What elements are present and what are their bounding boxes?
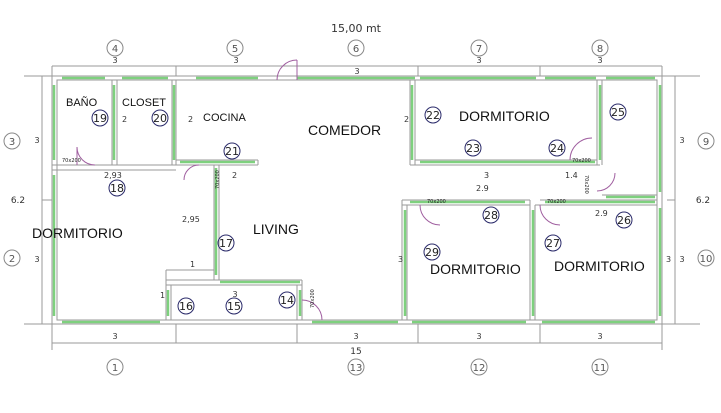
wall-number-14: 14: [280, 294, 294, 307]
axis-label-right-9: 9: [703, 137, 709, 148]
bottom-total-label: 15: [350, 347, 361, 357]
dim-right-lower: 3: [679, 255, 684, 264]
door-swing-comedor: [276, 59, 298, 81]
axis-label-top-8: 8: [597, 44, 603, 55]
dim-right-upper: 3: [679, 136, 684, 145]
axis-label-top-5: 5: [232, 44, 238, 55]
dim-se1-left: 3: [398, 255, 403, 264]
dim-top-6: 3: [354, 67, 359, 76]
dim-bottom-12: 3: [476, 332, 481, 341]
dim-dorm-mid-29b: 2.9: [595, 209, 608, 218]
axis-label-left-2: 2: [9, 254, 15, 265]
dim-left-lower: 3: [34, 255, 39, 264]
room-label-dormitorio-se1: DORMITORIO: [430, 261, 521, 277]
axis-label-left-3: 3: [9, 137, 15, 148]
room-label-dormitorio-ne: DORMITORIO: [459, 108, 550, 124]
room-label-living: LIVING: [253, 221, 299, 237]
door-tag-dorm-se1: 70x200: [427, 199, 446, 205]
door-swing-cocina: [183, 164, 200, 181]
window-lines: [52, 76, 662, 324]
door-swing-dorm-se2: [539, 204, 561, 226]
room-label-cocina: COCINA: [203, 112, 246, 124]
wall-number-16: 16: [179, 300, 193, 313]
wall-number-21: 21: [225, 145, 239, 158]
wall-number-22: 22: [426, 109, 440, 122]
dim-left-upper: 3: [34, 136, 39, 145]
dim-dorm-mid-29: 2.9: [476, 184, 489, 193]
door-tag-dorm-ne: 70x200: [572, 158, 591, 164]
dim-closet-side: 2: [122, 115, 127, 124]
wall-number-29: 29: [425, 246, 439, 259]
room-label-dormitorio-se2: DORMITORIO: [554, 258, 645, 274]
wall-number-25: 25: [611, 106, 625, 119]
dim-small-1a: 1: [190, 260, 195, 269]
axis-label-bottom-1: 1: [112, 363, 118, 374]
wall-number-circles: [91, 103, 633, 315]
wall-number-26: 26: [617, 214, 631, 227]
room-label-comedor: COMEDOR: [308, 122, 381, 138]
dim-se2-right: 3: [666, 255, 671, 264]
dim-dorm-side: 2: [404, 115, 409, 124]
wall-number-23: 23: [466, 142, 480, 155]
door-tag-dorm-se2: 70x200: [547, 199, 566, 205]
room-label-bano: BAÑO: [66, 96, 98, 109]
wall-number-18: 18: [110, 182, 124, 195]
left-total-label: 6.2: [11, 196, 25, 206]
axis-label-right-10: 10: [700, 254, 713, 265]
dim-dorm-top-14: 1.4: [565, 171, 578, 180]
dim-cocina-side: 2: [188, 115, 193, 124]
axis-label-bottom-12: 12: [473, 363, 486, 374]
room-label-dormitorio-w: DORMITORIO: [32, 225, 123, 241]
total-width-label: 15,00 mt: [331, 22, 382, 35]
door-tag-bano: 70x200: [62, 158, 81, 164]
door-tag-cocina: 70x200: [215, 170, 221, 189]
door-swing-dorm-ne: [569, 137, 593, 161]
dim-top-5: 3: [233, 56, 238, 65]
axis-label-top-6: 6: [353, 44, 359, 55]
dim-living-bottom-3: 3: [232, 290, 237, 299]
dim-top-7: 3: [476, 56, 481, 65]
dim-living-295: 2,95: [182, 215, 200, 224]
wall-number-19: 19: [93, 112, 107, 125]
door-swings: [76, 59, 616, 321]
wall-number-27: 27: [546, 237, 560, 250]
wall-number-28: 28: [484, 209, 498, 222]
dim-top-4: 3: [112, 56, 117, 65]
axis-label-bottom-11: 11: [594, 363, 607, 374]
wall-number-24: 24: [550, 142, 564, 155]
wall-number-20: 20: [153, 112, 167, 125]
dim-bottom-13: 3: [353, 332, 358, 341]
door-swing-dorm-se1: [419, 204, 441, 226]
door-swing-dorm-e: [596, 172, 616, 192]
dim-cocina-bottom: 2: [232, 171, 237, 180]
dim-bottom-1: 3: [112, 332, 117, 341]
axis-label-top-7: 7: [476, 44, 482, 55]
axis-label-bottom-13: 13: [350, 363, 363, 374]
door-tag-dorm-e: 70x200: [583, 175, 589, 194]
dim-bottom-11: 3: [597, 332, 602, 341]
wall-number-17: 17: [219, 237, 233, 250]
wall-number-15: 15: [227, 300, 241, 313]
dim-small-1b: 1: [160, 291, 165, 300]
wall-outlines: [24, 65, 700, 350]
axis-label-top-4: 4: [112, 44, 118, 55]
room-label-closet: CLOSET: [122, 97, 166, 109]
dim-top-8: 3: [597, 56, 602, 65]
dim-dorm-top-3: 3: [484, 171, 489, 180]
dim-hall-293: 2,93: [104, 171, 122, 180]
door-tag-living-bath: 70x200: [310, 289, 316, 308]
door-swing-living-bath: [301, 299, 323, 321]
axis-circles: [3, 39, 715, 376]
right-total-label: 6.2: [696, 196, 710, 206]
